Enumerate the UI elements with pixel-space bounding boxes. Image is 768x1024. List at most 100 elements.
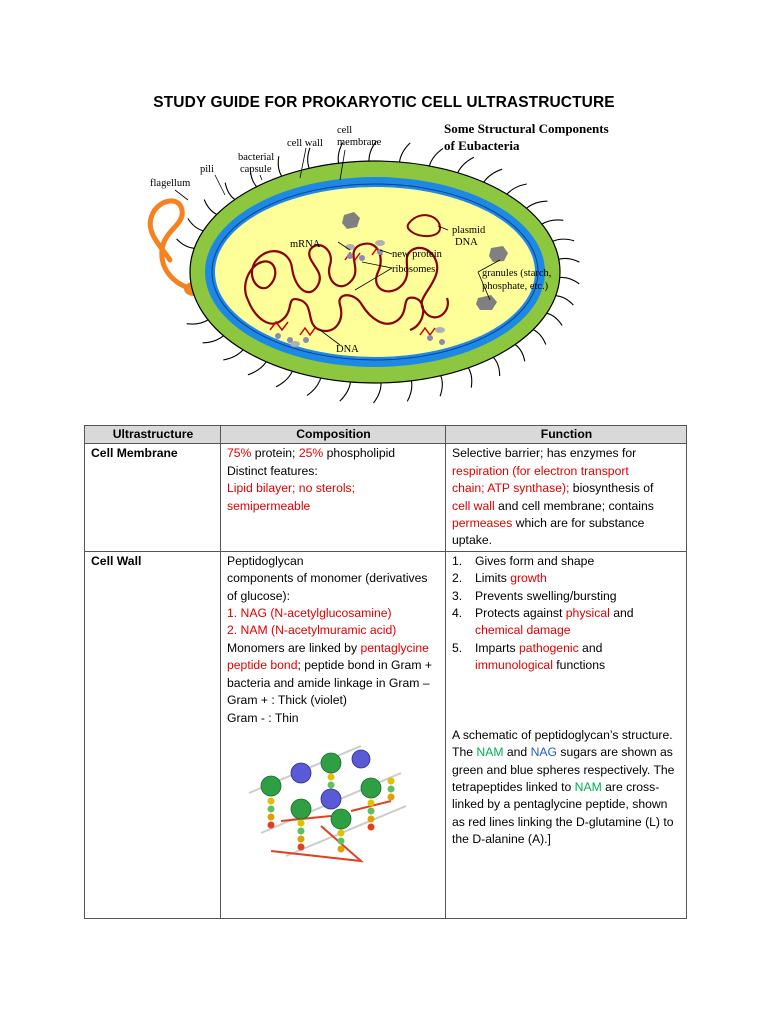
protein-text: protein; — [251, 446, 299, 461]
granule — [489, 246, 508, 262]
table-header-row: Ultrastructure Composition Function — [84, 424, 687, 445]
list-number: 1. — [452, 553, 463, 568]
pilus — [506, 183, 527, 195]
pilus — [558, 257, 580, 263]
caption-nag: NAG — [530, 745, 558, 760]
ribosome-dots — [275, 249, 445, 345]
pilus — [249, 167, 258, 188]
caption-text: A schematic of peptidoglycan’s structure… — [452, 727, 673, 760]
caption-nam: NAM — [574, 779, 602, 794]
features-line: Lipid bilayer; no sterols; — [227, 481, 356, 496]
label-cell-membrane-2: membrane — [337, 137, 382, 148]
bacterium-diagram: flagellum pili bacterial capsule cell wa… — [147, 121, 609, 404]
label-mrna: mRNA — [290, 239, 321, 250]
pilus — [439, 375, 443, 397]
pilus — [406, 380, 413, 402]
function-text-red: permeases — [452, 516, 513, 531]
pilus — [368, 140, 377, 162]
label-granules-2: phosphate, etc.) — [482, 281, 549, 292]
list-text-red: pathogenic — [519, 640, 579, 655]
nag-item: 1. NAG (N-acetylglucosamine) — [227, 606, 392, 621]
pilus — [532, 329, 547, 345]
list-text-red: physical — [565, 606, 610, 621]
label-cell-wall: cell wall — [287, 138, 323, 149]
new-protein-blobs — [290, 240, 445, 347]
header-composition: Composition — [220, 424, 446, 445]
pilus — [428, 147, 444, 167]
pilus — [203, 199, 218, 215]
features-label: Distinct features: — [227, 463, 318, 478]
function-text-red: respiration (for electron transport — [452, 463, 629, 478]
pilus — [186, 319, 209, 325]
list-text: Limits — [475, 571, 511, 586]
label-pili: pili — [200, 164, 214, 175]
list-number: 3. — [452, 588, 463, 603]
pilus — [247, 361, 267, 376]
label-plasmid: plasmid — [452, 225, 486, 236]
list-item: 1.Gives form and shape — [452, 553, 681, 570]
label-granules: granules (starch, — [482, 268, 551, 279]
function-text: which are for substance — [512, 516, 645, 531]
function-text-red: chain; ATP synthase); — [452, 481, 570, 496]
list-number: 4. — [452, 606, 463, 621]
diagram-heading-2: of Eubacteria — [444, 138, 520, 153]
header-function: Function — [445, 424, 687, 445]
label-flagellum: flagellum — [150, 178, 190, 189]
granule — [342, 212, 360, 229]
lipid-percent: 25% — [298, 446, 324, 461]
label-new-protein: new protein — [392, 249, 443, 260]
list-text: Prevents swelling/bursting — [475, 588, 617, 603]
pilus — [275, 371, 293, 388]
composition-text-red: peptide bond — [227, 658, 298, 673]
nam-spheres — [260, 752, 382, 830]
pilus — [373, 382, 382, 404]
composition-text: ; peptide bond in Gram + bacteria and am… — [227, 658, 432, 690]
pilus — [398, 142, 411, 163]
list-text-red: growth — [510, 571, 547, 586]
list-text: and — [609, 606, 634, 621]
features-line: semipermeable — [227, 498, 311, 513]
pilus — [492, 356, 501, 377]
membrane-composition: 75% protein; 25% phospholipid Distinct f… — [220, 443, 446, 552]
pilus — [552, 238, 575, 242]
list-item: 2.Limits growth — [452, 570, 681, 587]
pilus — [541, 219, 564, 225]
pilus — [187, 218, 204, 232]
flagellum — [147, 198, 196, 292]
cell-membrane — [211, 183, 539, 361]
header-ultrastructure: Ultrastructure — [84, 424, 221, 445]
function-text: and cell membrane; contains — [494, 498, 654, 513]
pilus — [467, 367, 473, 388]
nucleoid-dna — [244, 242, 449, 333]
membrane-function: Selective barrier; has enzymes for respi… — [445, 443, 687, 552]
composition-text: Peptidoglycan — [227, 553, 304, 568]
peptidoglycan-figure — [248, 744, 407, 863]
page-title: STUDY GUIDE FOR PROKARYOTIC CELL ULTRAST… — [153, 94, 615, 111]
label-ribosomes: ribosomes — [392, 264, 435, 275]
pilus — [546, 312, 563, 326]
granule — [476, 295, 497, 310]
list-text: Imparts — [475, 640, 520, 655]
list-text-red: chemical damage — [475, 623, 571, 638]
row-name-cell-wall: Cell Wall — [84, 550, 221, 919]
gram-positive: Gram + : Thick (violet) — [227, 693, 347, 708]
caption-text: and — [503, 745, 531, 760]
pilus — [223, 349, 244, 361]
pili-hairs — [176, 140, 580, 404]
function-text: uptake. — [452, 533, 492, 548]
pilus — [224, 182, 236, 200]
protein-percent: 75% — [227, 446, 252, 461]
composition-text: Monomers are linked by — [227, 640, 361, 655]
list-number: 5. — [452, 640, 463, 655]
pilus — [559, 276, 580, 285]
label-capsule-2: capsule — [240, 164, 272, 175]
list-text-red: immunological — [475, 658, 553, 673]
pilus — [457, 156, 475, 173]
label-capsule: bacterial — [238, 152, 274, 163]
pilus — [277, 156, 283, 177]
function-text: biosynthesis of — [569, 481, 654, 496]
gram-negative: Gram - : Thin — [227, 710, 299, 725]
pilus — [339, 381, 352, 402]
schematic-caption: A schematic of peptidoglycan’s structure… — [452, 728, 674, 846]
list-text: Protects against — [475, 606, 566, 621]
